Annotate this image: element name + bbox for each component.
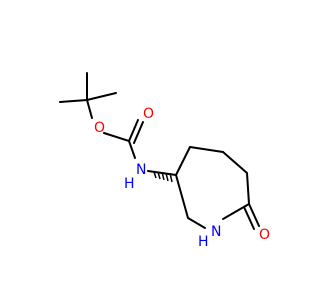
bond-tbu-left	[59, 99, 88, 103]
ring-bond-2	[189, 146, 224, 153]
tert-butyl-group	[59, 72, 117, 119]
bond-tbu-right	[86, 92, 117, 101]
bond-o-to-carbonyl-c	[103, 132, 130, 142]
bond-tbu-to-o	[86, 99, 93, 119]
ring-bond-3	[222, 151, 248, 174]
hash-5	[169, 172, 173, 183]
ring-bond-1	[175, 146, 191, 176]
molecule-structure: O O N H N H O	[0, 0, 300, 300]
lactam-double-2	[243, 206, 255, 230]
atom-h-carbamate: H	[124, 176, 135, 192]
ring-bond-7	[175, 174, 189, 219]
ring-bond-4	[246, 172, 250, 205]
atom-o-lactam: O	[259, 227, 270, 243]
ring-bond-6	[187, 217, 206, 229]
atom-h-lactam: H	[198, 234, 209, 250]
atom-n-lactam: N	[211, 224, 221, 240]
hash-4	[165, 172, 169, 182]
atom-n-carbamate: N	[136, 162, 146, 178]
carbamate-group	[103, 119, 144, 159]
bond-carbonyl-double-1	[128, 119, 139, 142]
bond-carbonyl-to-n	[128, 140, 136, 159]
atom-o-ether: O	[94, 120, 105, 136]
hash-2	[157, 171, 161, 180]
hash-3	[161, 171, 165, 181]
stereo-hash-bond	[153, 171, 173, 183]
lactam-carbonyl	[243, 203, 260, 230]
molecule-canvas: O O N H N H O	[0, 0, 300, 300]
hash-1	[153, 171, 157, 179]
lactam-double-1	[248, 203, 260, 227]
atom-o-carbamate: O	[143, 106, 154, 122]
bond-carbonyl-double-2	[133, 121, 144, 144]
background	[0, 0, 300, 300]
